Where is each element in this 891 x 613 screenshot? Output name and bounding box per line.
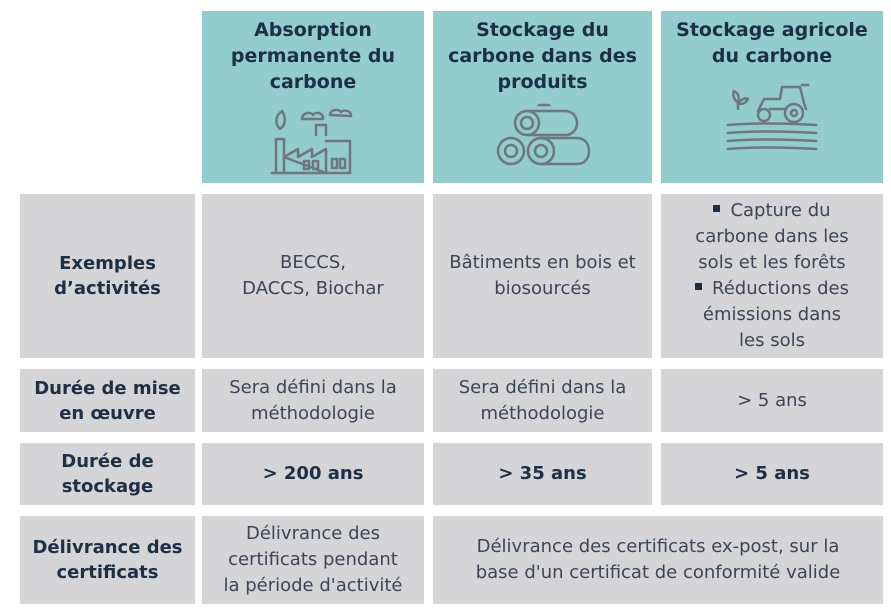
row-label: Exemples d’activités bbox=[54, 253, 161, 299]
header-title: Absorption permanente du carbone bbox=[230, 19, 396, 93]
duration-impl-produits-cell: Sera défini dans la méthodologie bbox=[433, 369, 652, 432]
cell-value: > 200 ans bbox=[262, 463, 364, 484]
duration-impl-absorption-cell: Sera défini dans la méthodologie bbox=[202, 369, 424, 432]
cell-value: Bâtiments en bois et biosourcés bbox=[449, 252, 636, 299]
row-label-duration-impl: Durée de mise en œuvre bbox=[20, 369, 195, 432]
bullet-item: Réductions des émissions dans les sols bbox=[695, 276, 849, 354]
header-title: Stockage du carbone dans des produits bbox=[448, 19, 637, 93]
cell-value: Délivrance des certificats pendant la pé… bbox=[223, 523, 403, 596]
header-absorption: Absorption permanente du carbone bbox=[202, 11, 424, 183]
bullet-square-icon bbox=[695, 282, 703, 290]
row-label-examples: Exemples d’activités bbox=[20, 194, 195, 358]
examples-produits-cell: Bâtiments en bois et biosourcés bbox=[433, 194, 652, 358]
cell-value: Délivrance des certificats ex-post, sur … bbox=[475, 536, 841, 583]
duration-storage-agricole-cell: > 5 ans bbox=[661, 443, 883, 505]
cell-value: BECCS, DACCS, Biochar bbox=[242, 252, 384, 299]
logs-icon bbox=[496, 103, 590, 166]
row-label-certificates: Délivrance des certificats bbox=[20, 516, 195, 604]
duration-impl-agricole-cell: > 5 ans bbox=[661, 369, 883, 432]
examples-agricole-cell: Capture du carbone dans les sols et les … bbox=[661, 194, 883, 358]
row-label-duration-storage: Durée de stockage bbox=[20, 443, 195, 505]
cell-value: > 5 ans bbox=[737, 389, 807, 411]
bullet-square-icon bbox=[713, 204, 721, 212]
row-label: Durée de stockage bbox=[61, 451, 154, 497]
bullet-item: Capture du carbone dans les sols et les … bbox=[695, 200, 849, 273]
row-label: Délivrance des certificats bbox=[32, 537, 183, 583]
tractor-field-icon bbox=[726, 83, 818, 151]
factory-icon bbox=[270, 108, 353, 175]
header-stockage-produits: Stockage du carbone dans des produits bbox=[433, 11, 652, 183]
cell-value: Sera défini dans la méthodologie bbox=[458, 376, 627, 424]
duration-storage-produits-cell: > 35 ans bbox=[433, 443, 652, 505]
cell-value: > 35 ans bbox=[498, 463, 587, 484]
cell-value: > 5 ans bbox=[734, 463, 810, 484]
header-stockage-agricole: Stockage agricole du carbone bbox=[661, 11, 883, 183]
certificates-absorption-cell: Délivrance des certificats pendant la pé… bbox=[202, 516, 424, 604]
cell-value: Sera défini dans la méthodologie bbox=[229, 376, 397, 424]
bullet-list: Capture du carbone dans les sols et les … bbox=[695, 198, 849, 354]
header-title: Stockage agricole du carbone bbox=[676, 19, 868, 67]
certificates-merged-cell: Délivrance des certificats ex-post, sur … bbox=[433, 516, 883, 604]
examples-absorption-cell: BECCS, DACCS, Biochar bbox=[202, 194, 424, 358]
row-label: Durée de mise en œuvre bbox=[34, 377, 181, 424]
duration-storage-absorption-cell: > 200 ans bbox=[202, 443, 424, 505]
